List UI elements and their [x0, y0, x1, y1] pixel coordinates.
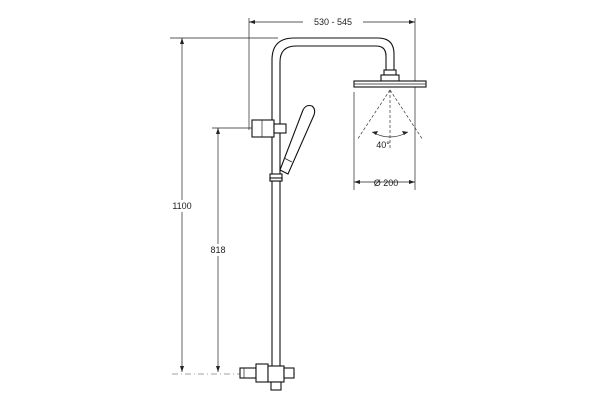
- hand-shower: [279, 104, 316, 175]
- spray-cone: 40°: [356, 89, 424, 150]
- bracket-height-label: 818: [210, 245, 225, 255]
- top-width-dimension: 530 - 545: [248, 15, 416, 190]
- top-width-label: 530 - 545: [314, 17, 352, 27]
- head-diameter-label: Ø 200: [374, 178, 399, 188]
- head-diameter-dimension: Ø 200: [353, 92, 415, 190]
- total-height-dimension: 1100: [168, 37, 278, 372]
- total-height-label: 1100: [172, 201, 191, 211]
- shower-column: [269, 37, 395, 371]
- hand-shower-bracket: [251, 119, 287, 138]
- mixer-valve: [239, 363, 295, 391]
- bracket-height-dimension: 818: [205, 127, 252, 372]
- shower-head: [353, 69, 427, 88]
- spray-angle-label: 40°: [376, 140, 390, 150]
